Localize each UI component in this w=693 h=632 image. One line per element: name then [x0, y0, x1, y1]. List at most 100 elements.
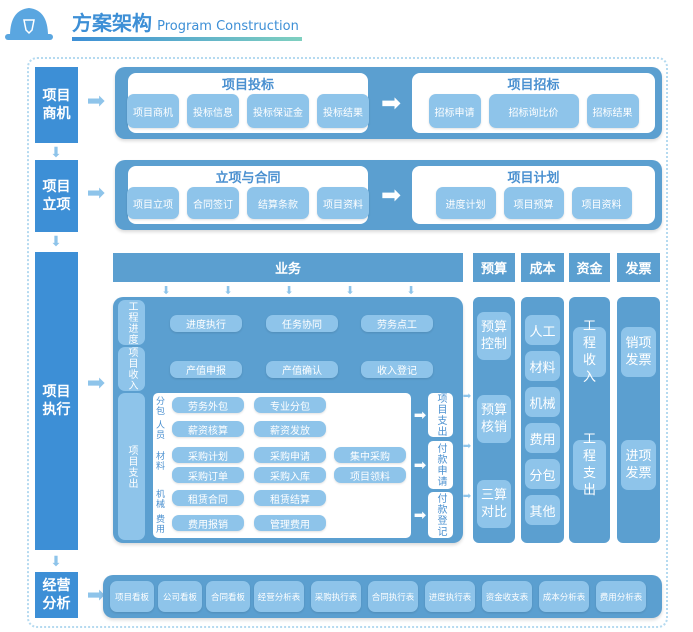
white-arrow-icon: ➡: [413, 456, 427, 474]
output-box[interactable]: 项目支出: [428, 393, 453, 437]
column-header: 预算: [473, 253, 515, 282]
expense-pill[interactable]: 薪资发放: [254, 421, 326, 437]
budget-pill[interactable]: 预算控制: [477, 312, 511, 360]
expense-category: 分包: [155, 397, 165, 417]
item-pill[interactable]: 项目资料: [571, 187, 632, 219]
expense-pill[interactable]: 采购入库: [254, 467, 326, 483]
expense-pill[interactable]: 采购计划: [172, 447, 244, 463]
fund-pill[interactable]: 工程支出: [573, 432, 606, 498]
right-arrow-icon: ➡: [86, 371, 106, 396]
fund-pill[interactable]: 工程收入: [573, 319, 606, 385]
business-side-label: 项目支出: [118, 393, 145, 540]
column-header: 资金: [569, 253, 610, 282]
analysis-pill[interactable]: 进度执行表: [425, 581, 475, 612]
business-side-label: 工程进度: [118, 300, 145, 345]
down-arrow-icon: ⬇: [406, 283, 416, 297]
cost-pill[interactable]: 材料: [525, 351, 560, 381]
income-pill[interactable]: 产值申报: [170, 361, 242, 378]
output-box[interactable]: 付款申请: [428, 441, 453, 489]
group-title: 立项与合同: [215, 170, 281, 186]
cost-pill[interactable]: 分包: [525, 459, 560, 489]
right-arrow-icon: ➡: [86, 89, 106, 114]
item-pill[interactable]: 招标询比价: [488, 94, 579, 128]
group-title: 项目计划: [507, 170, 560, 186]
item-pill[interactable]: 投标信息: [187, 94, 239, 128]
expense-pill[interactable]: 集中采购: [334, 447, 406, 463]
item-pill[interactable]: 项目商机: [127, 94, 179, 128]
income-pill[interactable]: 收入登记: [361, 361, 433, 378]
stage-label[interactable]: 项目立项: [35, 160, 78, 232]
white-arrow-icon: ➡: [380, 89, 402, 117]
item-pill[interactable]: 投标保证金: [247, 94, 309, 128]
item-pill[interactable]: 项目预算: [503, 187, 564, 219]
expense-pill[interactable]: 费用报销: [172, 515, 244, 531]
right-arrow-icon: ➡: [86, 583, 106, 608]
business-side-label: 项目收入: [118, 347, 145, 391]
expense-category: 材料: [155, 452, 165, 472]
diagram-border: [27, 57, 668, 628]
expense-pill[interactable]: 劳务外包: [172, 397, 244, 413]
cost-pill[interactable]: 其他: [525, 495, 560, 525]
white-arrow-icon: ➡: [413, 506, 427, 524]
item-pill[interactable]: 招标结果: [586, 94, 639, 128]
expense-pill[interactable]: 管理费用: [254, 515, 326, 531]
page-title: 方案架构 Program Construction: [72, 7, 299, 36]
stage-label[interactable]: 项目执行: [35, 252, 78, 550]
stage-label[interactable]: 项目商机: [35, 67, 78, 143]
expense-category: 费用: [155, 515, 165, 535]
expense-pill[interactable]: 采购申请: [254, 447, 326, 463]
analysis-pill[interactable]: 经营分析表: [254, 581, 304, 612]
analysis-pill[interactable]: 合同看板: [206, 581, 250, 612]
analysis-pill[interactable]: 项目看板: [110, 581, 154, 612]
cost-pill[interactable]: 人工: [525, 315, 560, 345]
item-pill[interactable]: 项目资料: [317, 187, 369, 219]
group-title: 项目投标: [221, 77, 274, 93]
progress-pill[interactable]: 劳务点工: [361, 315, 433, 332]
column-header: 发票: [617, 253, 660, 282]
expense-pill[interactable]: 采购订单: [172, 467, 244, 483]
down-arrow-icon: ⬇: [223, 283, 233, 297]
item-pill[interactable]: 项目立项: [127, 187, 179, 219]
progress-pill[interactable]: 进度执行: [170, 315, 242, 332]
analysis-pill[interactable]: 采购执行表: [311, 581, 361, 612]
invoice-pill[interactable]: 销项发票: [621, 327, 656, 377]
expense-pill[interactable]: 项目领料: [334, 467, 406, 483]
expense-pill[interactable]: 租赁结算: [254, 490, 326, 506]
down-arrow-icon: ⬇: [50, 234, 62, 250]
analysis-pill[interactable]: 合同执行表: [368, 581, 418, 612]
item-pill[interactable]: 结算条款: [247, 187, 309, 219]
expense-pill[interactable]: 薪资核算: [172, 421, 244, 437]
expense-pill[interactable]: 专业分包: [254, 397, 326, 413]
cost-pill[interactable]: 机械: [525, 387, 560, 417]
title-cn: 方案架构: [72, 11, 152, 35]
helmet-logo-icon: [4, 4, 54, 42]
expense-pill[interactable]: 租赁合同: [172, 490, 244, 506]
analysis-pill[interactable]: 资金收支表: [482, 581, 532, 612]
item-pill[interactable]: 投标结果: [317, 94, 369, 128]
item-pill[interactable]: 合同签订: [187, 187, 239, 219]
progress-pill[interactable]: 任务协同: [266, 315, 338, 332]
output-box[interactable]: 付款登记: [428, 492, 453, 538]
down-arrow-icon: ⬇: [50, 145, 62, 161]
budget-pill[interactable]: 预算核销: [477, 395, 511, 443]
down-arrow-icon: ⬇: [284, 283, 294, 297]
business-header: 业务: [113, 253, 463, 282]
group-title: 项目招标: [507, 77, 560, 93]
item-pill[interactable]: 进度计划: [435, 187, 496, 219]
stage-label[interactable]: 经营分析: [35, 572, 78, 618]
analysis-pill[interactable]: 公司看板: [158, 581, 202, 612]
small-arrow-icon: ➡: [462, 440, 472, 452]
invoice-pill[interactable]: 进项发票: [621, 440, 656, 490]
title-underline: [72, 37, 302, 41]
cost-pill[interactable]: 费用: [525, 423, 560, 453]
column-header: 成本: [521, 253, 564, 282]
small-arrow-icon: ➡: [462, 490, 472, 502]
down-arrow-icon: ⬇: [161, 283, 171, 297]
analysis-pill[interactable]: 成本分析表: [539, 581, 589, 612]
analysis-pill[interactable]: 费用分析表: [596, 581, 646, 612]
right-arrow-icon: ➡: [86, 181, 106, 206]
income-pill[interactable]: 产值确认: [266, 361, 338, 378]
down-arrow-icon: ⬇: [50, 554, 62, 570]
item-pill[interactable]: 招标申请: [428, 94, 481, 128]
budget-pill[interactable]: 三算对比: [477, 480, 511, 528]
